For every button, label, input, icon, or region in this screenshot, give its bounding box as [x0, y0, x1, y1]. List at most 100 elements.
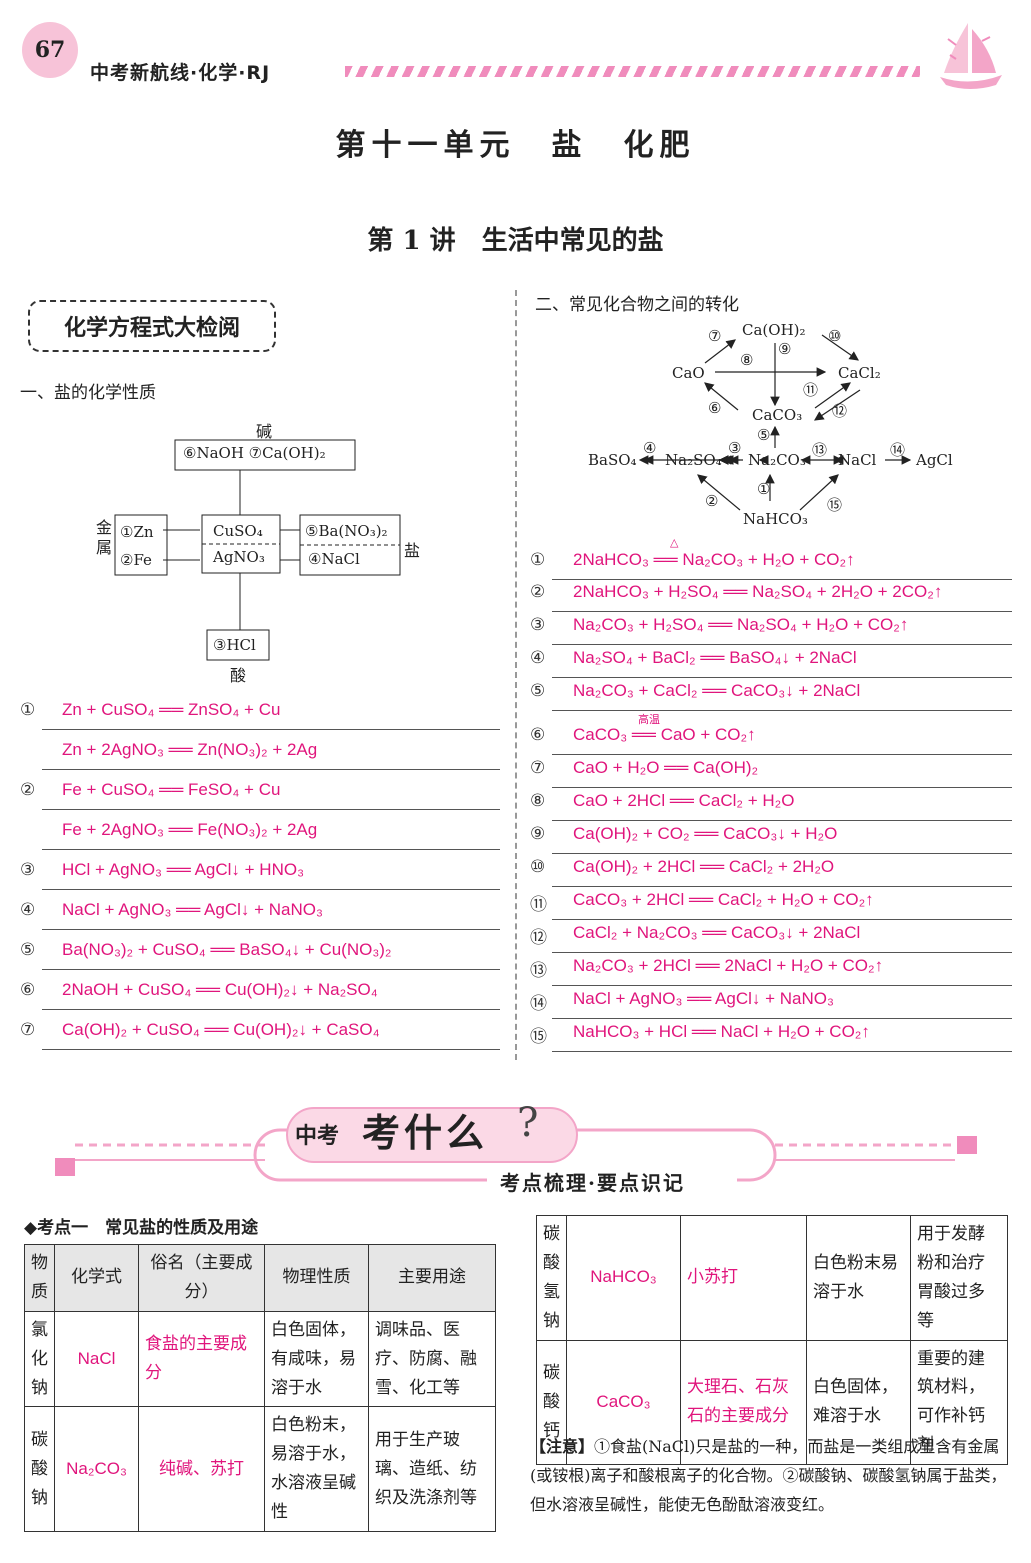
answer-line — [42, 769, 500, 770]
answer-line — [552, 677, 1012, 678]
row-common: 食盐的主要成分 — [138, 1310, 265, 1408]
banner-subtitle: 考点梳理·要点识记 — [500, 1171, 685, 1195]
equation-row: ⑤ Na₂CO₃ + CaCl₂ ══ CaCO₃↓ + 2NaCl — [530, 679, 1012, 711]
equation-answer: CaO + H₂O ══ Ca(OH)₂ — [573, 758, 759, 777]
equation-number: ⑮ — [530, 1027, 547, 1047]
note-block: 【注意】①食盐(NaCl)只是盐的一种，而盐是一类组成里含有金属(或铵根)离子和… — [530, 1433, 1015, 1519]
equation-answer: Fe + CuSO₄ ══ FeSO₄ + Cu — [62, 780, 281, 799]
equation-number: ⑫ — [530, 928, 547, 948]
reaction-condition: △ — [670, 536, 679, 549]
answer-line — [552, 853, 1012, 854]
reaction-condition: 高温 — [638, 713, 660, 726]
equation-number: ① — [530, 550, 546, 570]
label-5: ⑤ — [757, 426, 771, 444]
exam-banner-frame — [55, 1107, 977, 1196]
node-baso4: BaSO₄ — [588, 451, 637, 469]
answer-line — [42, 809, 500, 810]
equation-answer: Na₂CO₃ + CaCl₂ ══ CaCO₃↓ + 2NaCl — [573, 681, 861, 700]
header-common-name: 俗名（主要成分） — [138, 1244, 265, 1312]
answer-line — [552, 787, 1012, 788]
equation-answer: NaCl + AgNO₃ ══ AgCl↓ + NaNO₃ — [573, 989, 834, 1008]
salt-table-right: 碳酸氢钠 NaHCO₃ 小苏打 白色粉末易溶于水 用于发酵粉和治疗胃酸过多等 碳… — [536, 1215, 1008, 1466]
node-caoh2: Ca(OH)₂ — [742, 321, 806, 339]
sailboat-icon — [940, 23, 1002, 89]
answer-line — [552, 1018, 1012, 1019]
answer-line — [552, 919, 1012, 920]
equation-row: Fe + 2AgNO₃ ══ Fe(NO₃)₂ + 2Ag — [20, 818, 500, 850]
equation-number: ③ — [20, 860, 36, 880]
equation-number: ⑬ — [530, 961, 547, 981]
answer-line — [552, 820, 1012, 821]
header-formula: 化学式 — [54, 1244, 139, 1312]
node-cacl2: CaCl₂ — [838, 364, 881, 382]
row-substance: 碳酸钙 — [536, 1339, 567, 1466]
column-divider — [515, 290, 517, 1060]
section-heading-salt-properties: 一、盐的化学性质 — [20, 383, 156, 403]
acid-label: 酸 — [230, 666, 247, 685]
node-nahco3: NaHCO₃ — [743, 510, 808, 528]
equation-answer: Ca(OH)₂ + CuSO₄ ══ Cu(OH)₂↓ + CaSO₄ — [62, 1020, 380, 1039]
answer-line — [42, 849, 500, 850]
running-header: 中考新航线·化学·RJ — [90, 62, 271, 84]
equation-number: ③ — [530, 615, 546, 635]
node-na2co3: Na₂CO₃ — [748, 451, 806, 469]
equation-answer: Na₂SO₄ + BaCl₂ ══ BaSO₄↓ + 2NaCl — [573, 648, 857, 667]
label-14: ⑭ — [890, 441, 906, 459]
node-nacl: NaCl — [838, 451, 877, 469]
conversion-diagram — [638, 334, 912, 511]
row-common: 小苏打 — [680, 1215, 807, 1341]
row-use: 用于发酵粉和治疗胃酸过多等 — [910, 1215, 1008, 1341]
center-cuso4: CuSO₄ — [213, 522, 263, 540]
equation-answer: Zn + CuSO₄ ══ ZnSO₄ + Cu — [62, 700, 281, 719]
equation-number: ⑩ — [530, 857, 546, 877]
unit-title: 第十一单元 盐 化肥 — [335, 128, 696, 163]
row-physical: 白色粉末易溶于水 — [806, 1215, 911, 1341]
base-label: 碱 — [256, 422, 273, 441]
equation-number: ⑥ — [20, 980, 36, 1000]
equation-number: ② — [20, 780, 36, 800]
node-cao: CaO — [672, 364, 705, 382]
equation-answer: Ba(NO₃)₂ + CuSO₄ ══ BaSO₄↓ + Cu(NO₃)₂ — [62, 940, 392, 959]
metal-zn: ①Zn — [120, 523, 154, 541]
table-row: 碳酸钠 Na₂CO₃ 纯碱、苏打 白色粉末，易溶于水，水溶液呈碱性 用于生产玻璃… — [24, 1406, 496, 1533]
header-physical: 物理性质 — [264, 1244, 369, 1312]
equation-number: ⑤ — [20, 940, 36, 960]
section-heading-conversions: 二、常见化合物之间的转化 — [535, 295, 739, 315]
banner-main: 考什么 — [362, 1110, 489, 1155]
row-physical: 白色固体，难溶于水 — [806, 1339, 911, 1466]
center-agno3: AgNO₃ — [213, 548, 265, 566]
row-formula: NaHCO₃ — [566, 1215, 681, 1341]
row-common: 纯碱、苏打 — [138, 1406, 265, 1533]
equation-number: ④ — [20, 900, 36, 920]
equation-number: ⑤ — [530, 681, 546, 701]
salt-bano3: ⑤Ba(NO₃)₂ — [305, 522, 388, 540]
equation-answer: 2NaHCO₃ + H₂SO₄ ══ Na₂SO₄ + 2H₂O + 2CO₂↑ — [573, 582, 943, 601]
label-11: ⑪ — [803, 381, 819, 399]
label-1: ① — [757, 480, 771, 498]
answer-line — [552, 611, 1012, 612]
diamond-icon: ◆ — [24, 1218, 38, 1238]
row-substance: 碳酸钠 — [24, 1406, 55, 1533]
banner-question-mark: ? — [517, 1100, 539, 1146]
node-agcl: AgCl — [916, 451, 953, 469]
base-box: ⑥NaOH ⑦Ca(OH)₂ — [183, 444, 326, 462]
label-9: ⑨ — [778, 340, 792, 358]
salt-nacl: ④NaCl — [308, 550, 360, 568]
answer-line — [552, 710, 1012, 711]
table-header-row: 物质 化学式 俗名（主要成分） 物理性质 主要用途 — [24, 1244, 496, 1312]
label-7: ⑦ — [708, 327, 722, 345]
label-8: ⑧ — [740, 351, 754, 369]
metal-fe: ②Fe — [120, 551, 152, 569]
banner-prefix: 中考 — [295, 1124, 340, 1149]
equation-answer: Zn + 2AgNO₃ ══ Zn(NO₃)₂ + 2Ag — [62, 740, 318, 759]
